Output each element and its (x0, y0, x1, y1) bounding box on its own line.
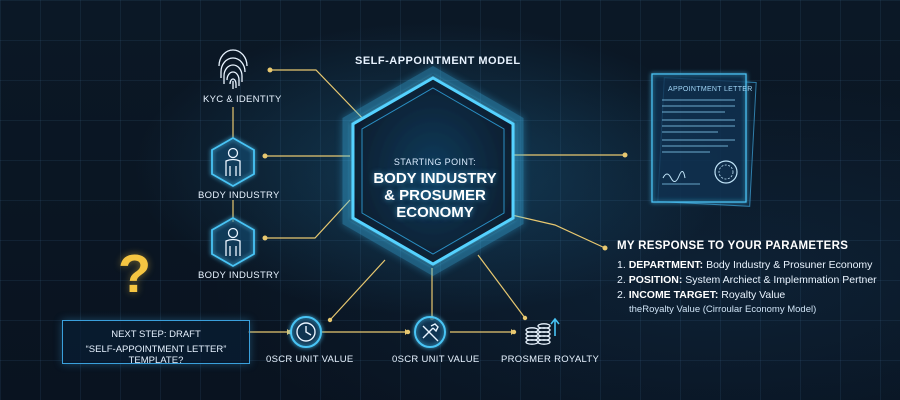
center-hexagon-text: STARTING POINT: BODY INDUSTRY & PROSUMER… (360, 157, 510, 221)
response-item-number: 2. (617, 274, 626, 286)
prosumer-royalty-label: PROSMER ROYALTY (501, 354, 600, 365)
center-hexagon (342, 65, 524, 277)
connector-kyc (270, 69, 369, 125)
response-item-number: 2. (617, 289, 626, 301)
person-icon (211, 136, 255, 188)
body-industry-label-2: BODY INDUSTRY (198, 270, 280, 281)
document-icon (651, 73, 757, 207)
center-title: BODY INDUSTRY & PROSUMER ECONOMY (373, 170, 497, 221)
response-note: theRoyalty Value (Cirroular Economy Mode… (629, 304, 817, 315)
connector-body2 (265, 199, 351, 239)
response-item-key: POSITION: (628, 274, 683, 286)
response-item-key: INCOME TARGET: (628, 289, 719, 301)
connector-lines (232, 69, 625, 333)
next-step-line-1: NEXT STEP: DRAFT (111, 329, 201, 340)
fingerprint-icon (218, 49, 248, 89)
response-panel: MY RESPONSE TO YOUR PARAMETERS 1. DEPART… (617, 240, 892, 315)
coin-stack-icon (525, 317, 560, 345)
kyc-identity-label: KYC & IDENTITY (203, 94, 282, 105)
response-item-number: 1. (617, 259, 626, 271)
connector-unit1 (329, 259, 386, 321)
diagram-title: SELF-APPOINTMENT MODEL (355, 55, 521, 67)
unit-value-label-1: 0SCR UNIT VALUE (266, 354, 354, 365)
clock-icon (290, 316, 322, 348)
unit-value-label-2: 0SCR UNIT VALUE (392, 354, 480, 365)
connector-royalty (477, 254, 526, 319)
response-item-value: Royalty Value (721, 289, 786, 301)
next-step-line-2: “SELF-APPOINTMENT LETTER” TEMPLATE? (85, 344, 227, 366)
response-item-value: System Archiect & Implemmation Pertner (685, 274, 877, 286)
next-step-box: NEXT STEP: DRAFT “SELF-APPOINTMENT LETTE… (62, 320, 250, 366)
response-item: 2. POSITION: System Archiect & Implemmat… (617, 274, 892, 286)
body-industry-label-1: BODY INDUSTRY (198, 190, 280, 201)
response-item: 1. DEPARTMENT: Body Industry & Prosuner … (617, 259, 892, 271)
center-kicker: STARTING POINT: (393, 157, 477, 167)
response-item-key: DEPARTMENT: (628, 259, 704, 271)
letter-title: APPOINTMENT LETTER (668, 86, 753, 93)
response-title: MY RESPONSE TO YOUR PARAMETERS (617, 240, 849, 252)
response-item: 2. INCOME TARGET: Royalty Value (617, 289, 892, 301)
question-mark: ? (118, 244, 151, 304)
tools-icon (414, 316, 446, 348)
person-icon (211, 216, 255, 268)
response-item-value: Body Industry & Prosuner Economy (706, 259, 873, 271)
